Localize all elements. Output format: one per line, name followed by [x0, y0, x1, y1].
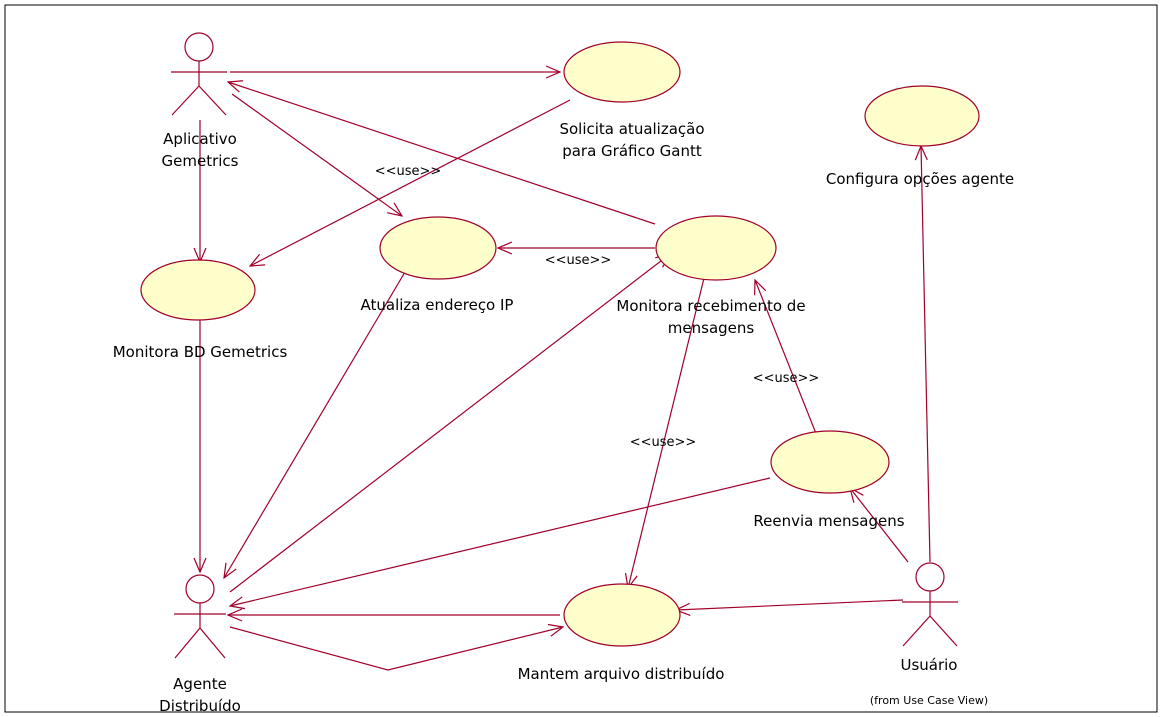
- edge-reenvia-agente: [230, 477, 771, 606]
- edge-agente-mantem: [229, 627, 563, 671]
- actor-leg-right: [929, 615, 958, 647]
- edge-usuario-reenvia: [850, 488, 909, 563]
- actor-leg-left: [902, 615, 931, 647]
- use-case-reenvia[interactable]: [770, 430, 890, 494]
- use-case-monitora-msg[interactable]: [655, 215, 777, 281]
- edges: [200, 72, 931, 671]
- actor-leg-right: [199, 627, 226, 659]
- edge-monitora-msg-mantem: [628, 273, 706, 588]
- edge-solicita-monitora-bd: [250, 99, 571, 266]
- edge-atualiza-ip-agente: [224, 271, 406, 578]
- edge-usuario-configura: [921, 146, 931, 563]
- use-case-label-monitora-msg-2: mensagens: [668, 319, 755, 337]
- actor-leg-left: [171, 85, 200, 116]
- actor-aplicativo[interactable]: [171, 32, 227, 116]
- use-case-atualiza-ip[interactable]: [379, 216, 497, 280]
- use-case-configura[interactable]: [864, 85, 980, 147]
- use-cases: [140, 41, 980, 647]
- actor-leg-right: [198, 85, 227, 116]
- actor-note-usuario: (from Use Case View): [870, 694, 988, 707]
- use-case-mantem[interactable]: [563, 583, 681, 647]
- use-case-label-configura: Configura opções agente: [826, 170, 1014, 188]
- actor-label-usuario: Usuário: [900, 656, 957, 674]
- actor-head: [185, 574, 215, 604]
- stereotype-use-3: <<use>>: [753, 371, 820, 386]
- use-case-label-monitora-msg-1: Monitora recebimento de: [616, 297, 805, 315]
- stereotype-use-4: <<use>>: [630, 435, 697, 450]
- edge-reenvia-monitora-msg: [755, 280, 818, 437]
- actor-head: [184, 32, 214, 62]
- use-case-label-reenvia: Reenvia mensagens: [753, 512, 904, 530]
- actor-label-agente-1: Agente: [173, 675, 227, 693]
- use-case-label-solicita-1: Solicita atualização: [559, 120, 704, 138]
- actor-label-aplicativo-2: Gemetrics: [162, 152, 239, 170]
- actor-agente[interactable]: [174, 574, 226, 659]
- use-case-label-monitora-bd: Monitora BD Gemetrics: [113, 343, 288, 361]
- use-case-solicita[interactable]: [563, 41, 681, 103]
- use-case-label-solicita-2: para Gráfico Gantt: [562, 142, 702, 160]
- actor-usuario[interactable]: [902, 562, 958, 647]
- stereotype-use-1: <<use>>: [375, 164, 442, 179]
- use-case-label-mantem: Mantem arquivo distribuído: [518, 665, 725, 683]
- edge-aplicativo-atualiza-ip: [231, 93, 402, 216]
- edge-agente-monitora-msg: [229, 254, 670, 593]
- use-case-label-atualiza-ip: Atualiza endereço IP: [361, 296, 514, 314]
- actor-leg-left: [174, 627, 201, 659]
- stereotype-use-2: <<use>>: [545, 253, 612, 268]
- actor-head: [915, 562, 945, 592]
- edge-usuario-mantem: [676, 599, 904, 610]
- actor-label-aplicativo-1: Aplicativo: [163, 130, 237, 148]
- use-case-monitora-bd[interactable]: [140, 259, 256, 321]
- actor-label-agente-2: Distribuído: [159, 697, 241, 715]
- edge-monitora-msg-aplicativo: [228, 82, 656, 225]
